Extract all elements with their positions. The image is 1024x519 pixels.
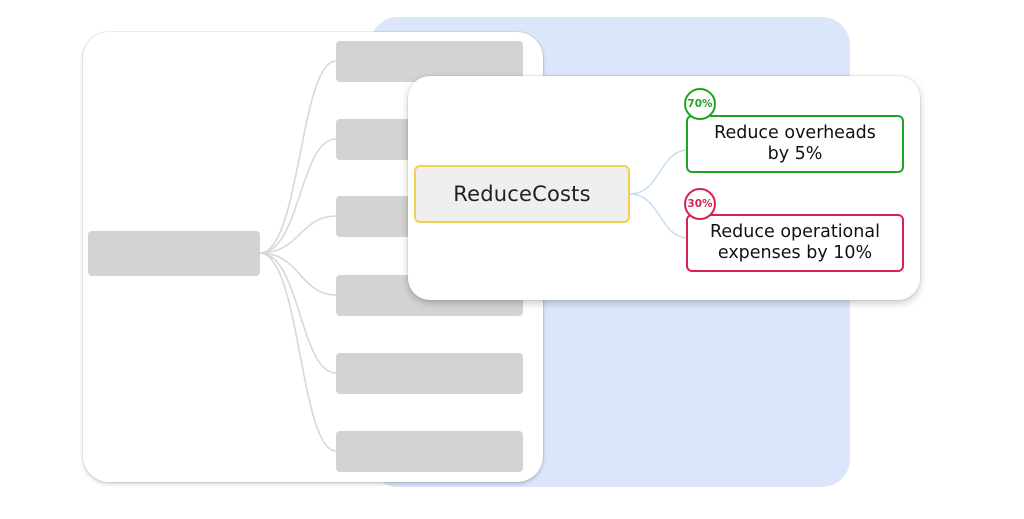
placeholder-node-1 xyxy=(336,41,523,82)
root-node-reduce-costs[interactable]: ReduceCosts xyxy=(414,165,630,223)
weight-badge-70: 70% xyxy=(684,88,716,120)
connector-to-operational xyxy=(629,193,689,239)
connector-6 xyxy=(259,252,337,452)
connector-to-overheads xyxy=(629,149,689,195)
child-node-reduce-operational-expenses[interactable]: Reduce operational expenses by 10% xyxy=(686,214,904,272)
child-node-label-line1: Reduce operational xyxy=(710,222,880,242)
connector-1 xyxy=(259,60,337,254)
placeholder-root-node xyxy=(88,231,260,276)
child-node-label-line2: expenses by 10% xyxy=(717,243,873,263)
child-node-reduce-overheads[interactable]: Reduce overheads by 5% xyxy=(686,115,904,173)
connector-5 xyxy=(259,252,337,374)
connector-4 xyxy=(259,252,337,296)
weight-badge-30: 30% xyxy=(684,188,716,220)
child-node-label-line1: Reduce overheads xyxy=(714,123,876,143)
connector-3 xyxy=(259,215,337,254)
connector-2 xyxy=(259,138,337,254)
placeholder-node-5 xyxy=(336,353,523,394)
placeholder-node-6 xyxy=(336,431,523,472)
child-node-label-line2: by 5% xyxy=(767,144,823,164)
root-node-label: ReduceCosts xyxy=(453,182,591,206)
